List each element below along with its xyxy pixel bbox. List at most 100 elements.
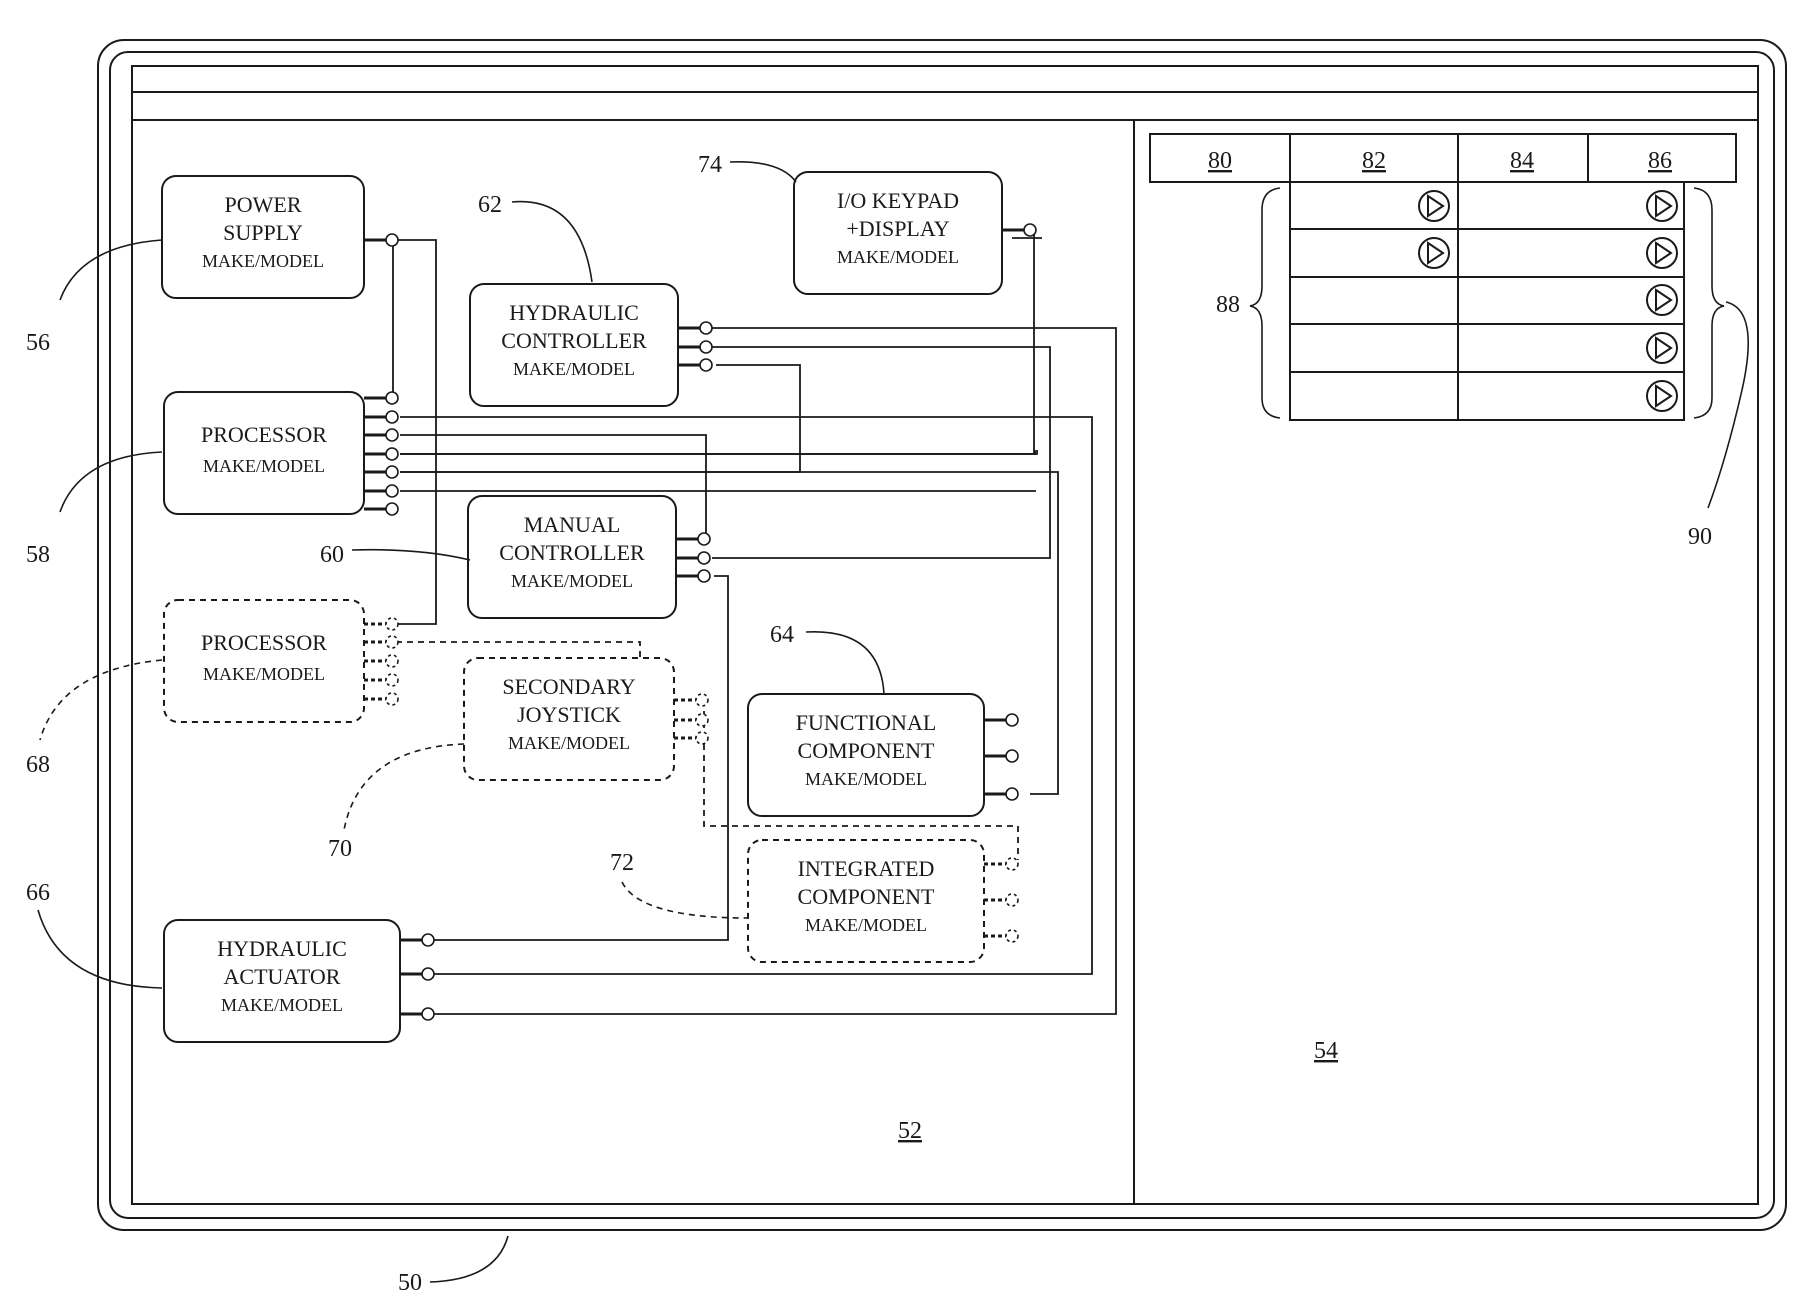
processor-2-port [386,618,398,630]
manual-controller-port [698,533,710,545]
reference-labels: 56 58 60 62 64 66 68 70 72 74 52 54 50 [26,152,1338,1296]
functional-component-line1: FUNCTIONAL [796,710,937,735]
processor-box [164,392,364,514]
manual-controller-port [698,570,710,582]
ref-60: 60 [320,542,344,568]
hydraulic-actuator-port [422,968,434,980]
secondary-joystick-port [696,732,708,744]
processor-line1: PROCESSOR [201,422,327,447]
manual-controller-port [698,552,710,564]
power-supply-model: MAKE/MODEL [202,251,324,271]
processor-port [386,448,398,460]
hydraulic-actuator-port [422,934,434,946]
processor-2-port [386,636,398,648]
ref-50-device: 50 [398,1270,422,1296]
leader-90 [1708,302,1748,508]
integrated-component-port [1006,894,1018,906]
integrated-component-line2: COMPONENT [798,884,935,909]
play-circle-icon[interactable] [1647,191,1677,221]
hydraulic-controller-port [700,341,712,353]
hydraulic-controller-block: HYDRAULIC CONTROLLER MAKE/MODEL [470,284,712,406]
hydraulic-controller-line1: HYDRAULIC [509,300,639,325]
play-circle-icon[interactable] [1419,191,1449,221]
ref-58: 58 [26,542,50,568]
processor-2-port [386,655,398,667]
play-circle-icon[interactable] [1647,381,1677,411]
integrated-component-port [1006,858,1018,870]
buttons-brace [1694,188,1724,418]
processor-2-port [386,674,398,686]
secondary-joystick-model: MAKE/MODEL [508,733,630,753]
hydraulic-actuator-line1: HYDRAULIC [217,936,347,961]
ref-62: 62 [478,192,502,218]
functional-component-block: FUNCTIONAL COMPONENT MAKE/MODEL [748,694,1018,816]
power-supply-block: POWERSUPPLYMAKE/MODEL [162,176,398,298]
processor-2-line1: PROCESSOR [201,630,327,655]
ref-54-right-pane: 54 [1314,1038,1338,1064]
integrated-component-block: INTEGRATED COMPONENT MAKE/MODEL [748,840,1018,962]
integrated-component-port [1006,930,1018,942]
ref-68: 68 [26,752,50,778]
hydraulic-controller-model: MAKE/MODEL [513,359,635,379]
secondary-joystick-port [696,714,708,726]
functional-component-model: MAKE/MODEL [805,769,927,789]
secondary-joystick-block: SECONDARY JOYSTICK MAKE/MODEL [464,658,708,780]
manual-controller-line2: CONTROLLER [499,540,645,565]
hydraulic-actuator-block: HYDRAULICACTUATORMAKE/MODEL [164,920,434,1042]
secondary-joystick-line1: SECONDARY [502,674,635,699]
ref-66: 66 [26,880,50,906]
hydraulic-actuator-port [422,1008,434,1020]
secondary-joystick-port [696,694,708,706]
ref-74: 74 [698,152,722,178]
table-header-82: 82 [1362,148,1386,174]
functional-component-line2: COMPONENT [798,738,935,763]
processor-port [386,392,398,404]
io-keypad-model: MAKE/MODEL [837,247,959,267]
component-table: 80 82 84 86 88 90 [1150,134,1748,550]
manual-controller-block: MANUAL CONTROLLER MAKE/MODEL [468,496,710,618]
components: POWERSUPPLYMAKE/MODELPROCESSORMAKE/MODEL… [162,172,1036,1042]
io-keypad-line2: +DISPLAY [846,216,949,241]
ref-70: 70 [328,836,352,862]
manual-controller-line1: MANUAL [524,512,621,537]
functional-component-port [1006,788,1018,800]
play-circle-icon[interactable] [1647,333,1677,363]
processor-2-box [164,600,364,722]
integrated-component-line1: INTEGRATED [798,856,935,881]
processor-port [386,466,398,478]
processor-2-port [386,693,398,705]
functional-component-port [1006,714,1018,726]
integrated-component-model: MAKE/MODEL [805,915,927,935]
ref-88: 88 [1216,292,1240,318]
play-circle-icon[interactable] [1647,238,1677,268]
power-supply-line2: SUPPLY [223,220,303,245]
hydraulic-controller-port [700,322,712,334]
ref-72: 72 [610,850,634,876]
ref-56: 56 [26,330,50,356]
manual-controller-model: MAKE/MODEL [511,571,633,591]
processor-2-block: PROCESSOR MAKE/MODEL [164,600,398,722]
io-keypad-line1: I/O KEYPAD [837,188,959,213]
play-circle-icon[interactable] [1647,285,1677,315]
processor-2-model: MAKE/MODEL [203,664,325,684]
play-circle-icon[interactable] [1419,238,1449,268]
io-keypad-block: I/O KEYPAD +DISPLAY MAKE/MODEL [794,172,1036,294]
processor-port [386,429,398,441]
secondary-joystick-line2: JOYSTICK [517,702,621,727]
hydraulic-controller-port [700,359,712,371]
table-header-86: 86 [1648,148,1672,174]
ref-52-left-pane: 52 [898,1118,922,1144]
processor-block: PROCESSORMAKE/MODEL [164,392,398,515]
processor-port [386,411,398,423]
table-header-84: 84 [1510,148,1534,174]
processor-port [386,485,398,497]
hydraulic-actuator-line2: ACTUATOR [224,964,341,989]
table-body [1290,182,1684,420]
rows-brace [1250,188,1280,418]
hydraulic-controller-line2: CONTROLLER [501,328,647,353]
functional-component-port [1006,750,1018,762]
table-header-80: 80 [1208,148,1232,174]
power-supply-port [386,234,398,246]
io-keypad-port [1024,224,1036,236]
